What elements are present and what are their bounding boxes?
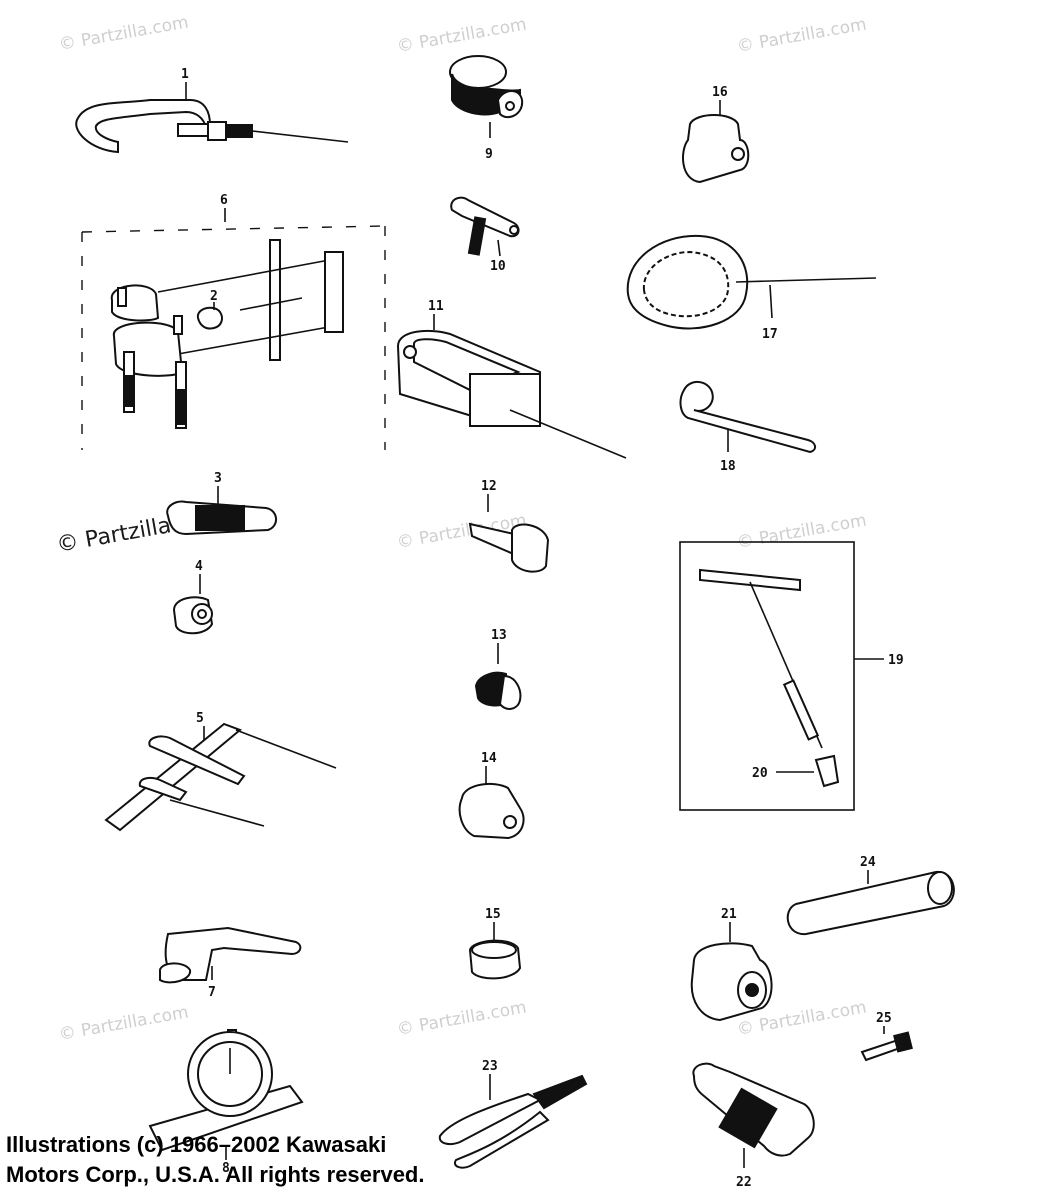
part-number-11: 11: [428, 299, 444, 314]
press-tool-icon: [396, 329, 627, 459]
part-number-13: 13: [491, 628, 507, 643]
part-number-19: 19: [888, 653, 904, 668]
part-number-3: 3: [214, 471, 222, 486]
part-number-2: 2: [210, 289, 218, 304]
copyright-line-2: Motors Corp., U.S.A. All rights reserved…: [6, 1162, 425, 1187]
pin-spanner-icon: [679, 381, 816, 454]
adapter-icon: [196, 306, 223, 330]
dial-gauge-icon: [148, 1029, 304, 1152]
pliers-icon: [438, 1074, 588, 1169]
clutch-holder-icon: [626, 234, 877, 330]
tip-icon: [814, 754, 840, 788]
part-number-14: 14: [481, 751, 497, 766]
stepped-driver-icon: [682, 114, 750, 184]
part-number-1: 1: [181, 67, 189, 82]
part-number-7: 7: [208, 985, 216, 1000]
leader-line: [497, 239, 501, 257]
part-number-9: 9: [485, 147, 493, 162]
part-number-4: 4: [195, 559, 203, 574]
part-number-12: 12: [481, 479, 497, 494]
part-number-24: 24: [860, 855, 876, 870]
dashed-frame: [81, 225, 386, 450]
knurled-sleeve-icon: [474, 671, 522, 710]
t-handle-frame: [679, 541, 855, 811]
bearing-puller-icon: [110, 239, 344, 429]
part-number-25: 25: [876, 1011, 892, 1026]
knurled-handle-icon: [166, 500, 277, 536]
watermark: © Partzilla.com: [395, 14, 528, 56]
nozzle-icon: [450, 196, 520, 256]
bolt-icon: [468, 522, 550, 573]
crank-wrench-icon: [159, 926, 302, 984]
bushing-icon: [172, 596, 214, 635]
driver-icon: [458, 782, 525, 840]
part-number-6: 6: [220, 193, 228, 208]
screw-icon: [860, 1031, 913, 1062]
part-number-8: 8: [222, 1161, 230, 1176]
hook-spanner-icon: [75, 99, 349, 154]
watermark: © Partzilla.com: [395, 997, 528, 1039]
part-number-21: 21: [721, 907, 737, 922]
copyright-notice: Illustrations (c) 1966–2002 Kawasaki Mot…: [6, 1130, 424, 1190]
part-number-17: 17: [762, 327, 778, 342]
leader-line: [769, 284, 773, 319]
watermark: © Partzilla.com: [57, 12, 190, 54]
watermark: © Partzilla.com: [735, 510, 868, 552]
knurled-nut-icon: [449, 55, 524, 119]
pin-bar-icon: [104, 722, 337, 832]
copyright-line-1: Illustrations (c) 1966–2002 Kawasaki: [6, 1132, 387, 1157]
watermark: © Partzilla.com: [57, 1002, 190, 1044]
part-number-22: 22: [736, 1175, 752, 1190]
collar-icon: [468, 939, 522, 980]
watermark: © Partzilla.com: [735, 14, 868, 56]
part-number-15: 15: [485, 907, 501, 922]
tube-icon: [786, 870, 955, 936]
part-number-16: 16: [712, 85, 728, 100]
t-handle-icon: [699, 568, 823, 749]
extension-icon: [692, 1062, 815, 1157]
part-number-23: 23: [482, 1059, 498, 1074]
part-number-18: 18: [720, 459, 736, 474]
drum-icon: [690, 942, 773, 1022]
part-number-5: 5: [196, 711, 204, 726]
part-number-10: 10: [490, 259, 506, 274]
part-number-20: 20: [752, 766, 768, 781]
